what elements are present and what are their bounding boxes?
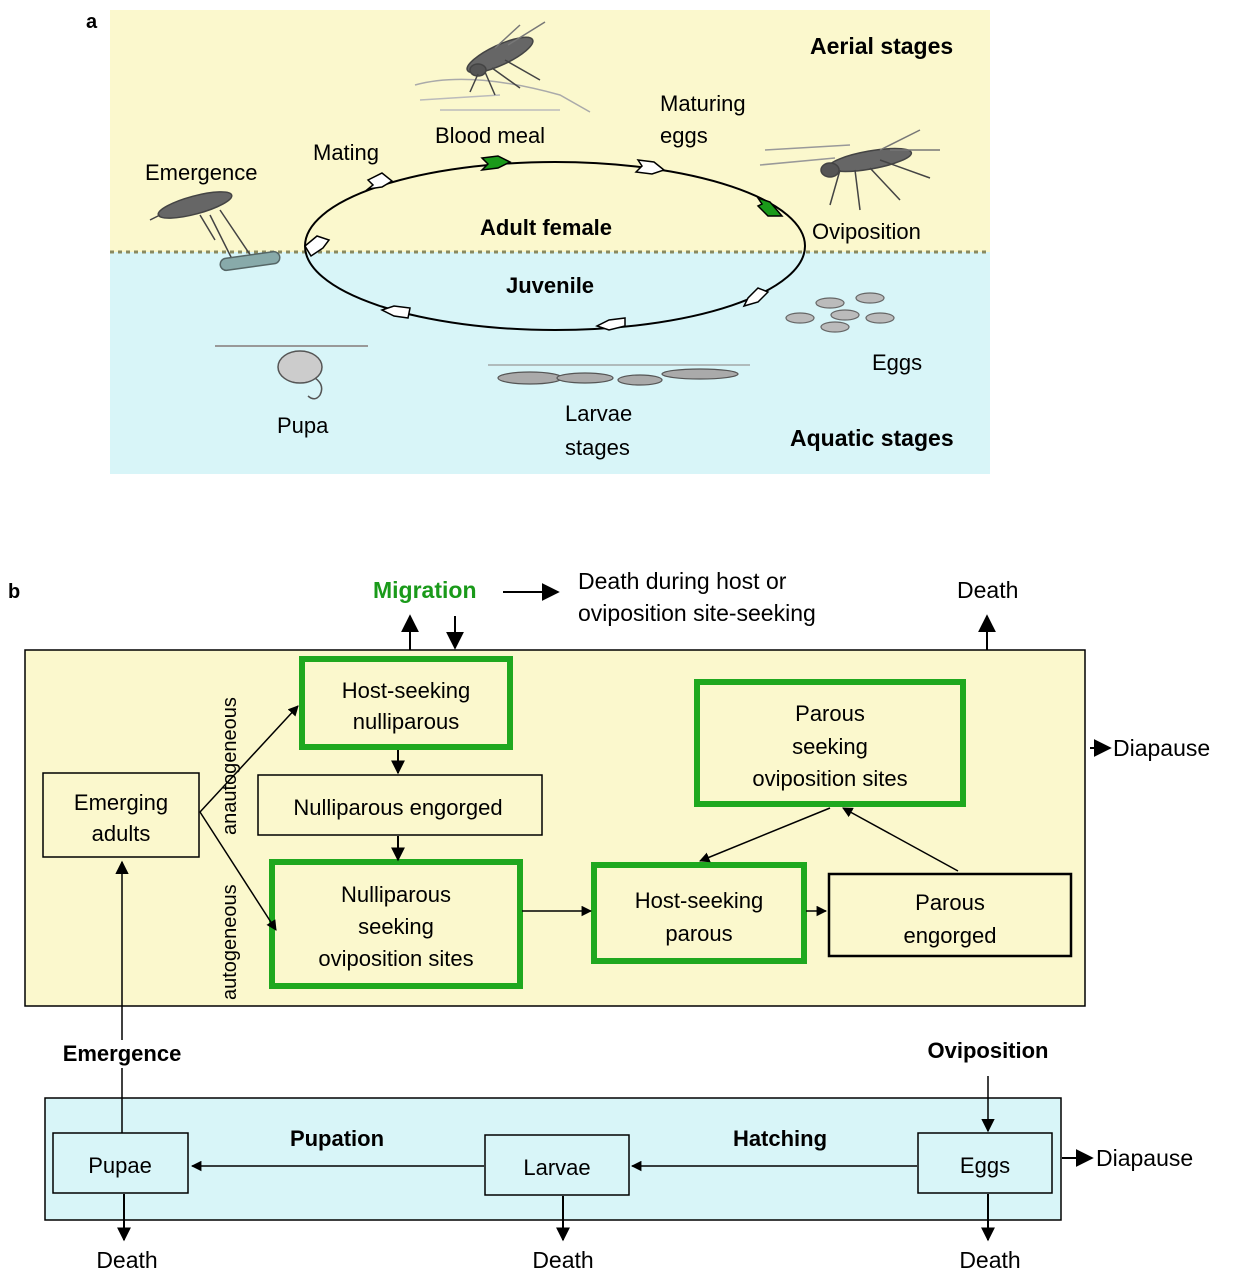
oviposition-label: Oviposition <box>928 1038 1049 1063</box>
pupae-box <box>52 1132 189 1194</box>
aquatic-compartment <box>44 1097 1062 1221</box>
larvae-stages-line1: Larvae <box>565 401 632 426</box>
death-seeking-line2: oviposition site-seeking <box>578 600 816 626</box>
eggs-illustration <box>785 292 895 333</box>
eggs-stage-label: Eggs <box>872 350 922 375</box>
pupation-label: Pupation <box>290 1126 384 1151</box>
emerging-adults-line1: Emerging <box>74 790 168 815</box>
host-seeking-nulliparous-line1: Host-seeking <box>342 678 470 703</box>
pupae-label: Pupae <box>88 1153 152 1178</box>
eggs-box <box>917 1132 1053 1194</box>
panel-a: a Aerial stages Aquatic stages Adult fem… <box>86 10 990 474</box>
cycle-arrow-emergence <box>304 235 331 258</box>
larvae-label: Larvae <box>523 1155 590 1180</box>
parous-seeking-line2: seeking <box>792 734 868 759</box>
aerial-zone <box>110 10 990 252</box>
aerial-stages-label: Aerial stages <box>810 33 953 59</box>
death-adult-label: Death <box>957 577 1018 603</box>
emergence-label: Emergence <box>63 1041 182 1066</box>
diapause-adult-label: Diapause <box>1113 735 1210 761</box>
host-seeking-parous-line1: Host-seeking <box>635 888 763 913</box>
nulliparous-seeking-line1: Nulliparous <box>341 882 451 907</box>
larvae-box <box>484 1134 630 1196</box>
hatching-label: Hatching <box>733 1126 827 1151</box>
death-eggs-label: Death <box>959 1247 1020 1273</box>
arrow-parous-seeking-to-host-seeking <box>699 807 831 863</box>
aquatic-stages-label: Aquatic stages <box>790 425 954 451</box>
cycle-arrow-pupa <box>380 305 411 319</box>
parous-seeking-oviposition-box <box>694 679 966 807</box>
death-larvae-label: Death <box>532 1247 593 1273</box>
emerging-adults-line2: adults <box>92 821 151 846</box>
arrow-emerging-to-host-seeking <box>199 705 299 813</box>
cycle-arrow-eggs <box>742 287 770 308</box>
adult-compartment <box>24 649 1086 1007</box>
panel-a-label: a <box>86 11 98 33</box>
nulliparous-seeking-line3: oviposition sites <box>318 946 473 971</box>
nulliparous-engorged-label: Nulliparous engorged <box>293 795 502 820</box>
parous-seeking-line3: oviposition sites <box>752 766 907 791</box>
panel-b: b Migration Death during host or oviposi… <box>8 568 1210 1273</box>
maturing-eggs-line2: eggs <box>660 123 708 148</box>
emerging-adults-box <box>42 772 200 858</box>
blood-meal-stage-label: Blood meal <box>435 123 545 148</box>
arrow-emerging-to-nulliparous-seeking <box>199 811 277 931</box>
pupa-stage-label: Pupa <box>277 413 329 438</box>
anautogeneous-label: anautogeneous <box>219 697 241 835</box>
autogeneous-label: autogeneous <box>219 884 241 1000</box>
host-seeking-nulliparous-line2: nulliparous <box>353 709 459 734</box>
host-seeking-parous-box <box>591 862 807 964</box>
panel-b-label: b <box>8 581 20 603</box>
emergence-stage-label: Emergence <box>145 160 258 185</box>
diapause-eggs-label: Diapause <box>1096 1145 1193 1171</box>
death-seeking-line1: Death during host or <box>578 568 787 594</box>
cycle-arrow-oviposition <box>756 196 784 217</box>
maturing-eggs-line1: Maturing <box>660 91 746 116</box>
host-seeking-parous-line2: parous <box>665 921 732 946</box>
juvenile-label: Juvenile <box>506 273 594 298</box>
adult-female-label: Adult female <box>480 215 612 240</box>
mating-stage-label: Mating <box>313 140 379 165</box>
cycle-arrow-maturing-eggs <box>634 159 666 175</box>
blood-meal-mosquito-illustration <box>414 21 591 113</box>
cycle-arrow-blood-meal <box>479 155 512 172</box>
oviposition-stage-label: Oviposition <box>812 219 921 244</box>
pupa-illustration <box>215 345 368 400</box>
migration-label: Migration <box>373 577 477 603</box>
arrow-parous-engorged-to-seeking <box>842 807 959 872</box>
nulliparous-seeking-line2: seeking <box>358 914 434 939</box>
emergence-label-bg <box>48 1040 198 1068</box>
eggs-label: Eggs <box>960 1153 1010 1178</box>
aquatic-zone <box>110 252 990 474</box>
cycle-arrow-larvae <box>595 317 626 331</box>
parous-engorged-box <box>827 872 1073 958</box>
parous-seeking-line1: Parous <box>795 701 865 726</box>
parous-engorged-line1: Parous <box>915 890 985 915</box>
death-pupae-label: Death <box>96 1247 157 1273</box>
parous-engorged-line2: engorged <box>904 923 997 948</box>
nulliparous-engorged-box <box>257 774 543 836</box>
larvae-illustration <box>488 364 750 386</box>
larvae-stages-line2: stages <box>565 435 630 460</box>
emergence-mosquito-illustration <box>149 191 281 272</box>
oviposition-mosquito-illustration <box>759 129 940 211</box>
host-seeking-nulliparous-box <box>299 656 513 750</box>
cycle-arrow-mating <box>365 172 394 191</box>
